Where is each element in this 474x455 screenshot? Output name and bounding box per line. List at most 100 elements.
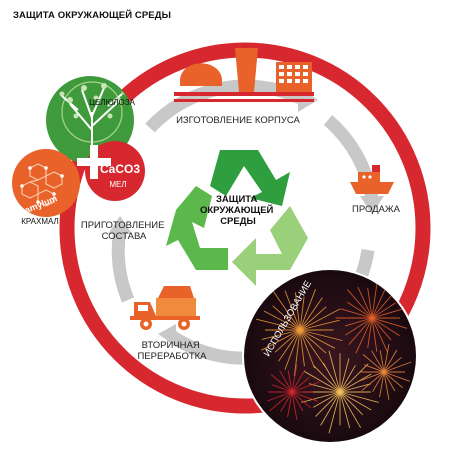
center-label: ЗАЩИТА ОКРУЖАЮЩЕЙ СРЕДЫ [200,194,276,227]
firework-spark [299,329,305,367]
firework-spark [313,391,341,408]
arrow-head-bottom [158,324,176,346]
firework-spark [299,329,327,354]
firework-spark [278,329,301,362]
firework-spark [287,370,293,393]
firework-spark [299,329,336,349]
firework-spark [367,287,373,319]
firework-spark [347,289,373,319]
firework-spark [308,383,341,393]
firework-spark [291,391,312,409]
firework-spark [299,296,305,331]
factory-icon [174,48,314,102]
firework-spark [256,318,301,331]
firework-spark [293,329,301,377]
firework-spark [371,279,378,319]
firework-spark [291,369,306,393]
stage-preparation-label: ПРИГОТОВЛЕНИЕ СОСТАВА [81,220,167,242]
firework-spark [371,350,385,373]
firework-spark [339,391,351,429]
firework-spark [272,384,293,393]
chalk-icon [85,141,145,201]
firework-spark [383,371,396,392]
page-title: ЗАЩИТА ОКРУЖАЮЩЕЙ СРЕДЫ [13,10,171,21]
firework-spark [284,290,301,331]
firework-spark [291,381,320,393]
firework-spark [371,317,400,337]
firework-spark [362,354,385,373]
firework-spark [291,364,298,393]
firework-spark [328,391,341,434]
stage-sale-label: ПРОДАЖА [352,204,401,215]
firework-spark [272,305,301,331]
firework-spark [291,391,318,402]
firework-spark [371,293,394,319]
firework-spark [273,291,301,331]
firework-spark [267,391,293,402]
firework-spark [328,350,341,393]
ship-icon [350,165,394,194]
arrow-head-left [108,216,132,234]
firework-spark [339,391,362,429]
firework-spark [347,301,373,319]
firework-spark [299,329,343,341]
firework-spark [383,371,410,382]
molecule-icon [12,149,80,217]
firework-spark [299,308,341,331]
firework-spark [355,317,373,354]
firework-spark [274,329,301,353]
firework-spark [299,329,326,368]
stage-manufacturing-label: ИЗГОТОВЛЕНИЕ КОРПУСА [176,115,300,126]
firework-spark [344,317,373,327]
firework-spark [379,350,385,373]
firework-spark [383,361,412,373]
firework-spark [287,391,293,418]
firework-spark [371,307,408,319]
firework-spark [340,308,373,319]
firework-spark [261,329,301,340]
firework-spark [270,374,293,393]
cycle-arrow-left [111,228,135,303]
firework-spark [339,358,350,393]
firework-spark [299,297,323,331]
firework-spark [372,371,385,392]
firework-spark [339,373,372,393]
firework-spark [371,317,392,341]
firework-spark [280,391,293,412]
arrow-head-right [360,196,384,214]
firework-spark [367,317,373,349]
firework-spark [320,391,341,426]
firework-spark [371,285,388,319]
firework-spark [371,317,378,352]
firework-spark [383,344,390,373]
firework-spark [294,292,301,331]
firework-spark [279,370,293,393]
firework-spark [339,363,369,393]
firework-spark [339,391,372,411]
ingredient-chalk-label: МЕЛ [109,180,126,189]
firework-spark [261,329,301,351]
fireworks-icon [242,268,418,444]
firework-spark [291,391,298,420]
firework-spark [284,329,301,370]
firework-spark [383,356,402,373]
firework-spark [361,371,385,392]
firework-spark [299,289,316,331]
truck-icon [130,286,200,330]
firework-spark [371,302,396,319]
firework-spark [371,317,408,329]
firework-spark [313,365,341,393]
firework-spark [339,391,379,403]
firework-spark [345,317,373,336]
firework-spark [383,349,398,373]
firework-spark [291,376,310,393]
firework-spark [359,371,385,382]
firework-spark [379,371,385,398]
firework-spark [339,391,364,416]
firework-spark [357,286,373,319]
firework-spark [263,310,301,331]
firework-spark [315,391,341,417]
recycle-icon [166,150,308,286]
firework-spark [299,329,315,369]
